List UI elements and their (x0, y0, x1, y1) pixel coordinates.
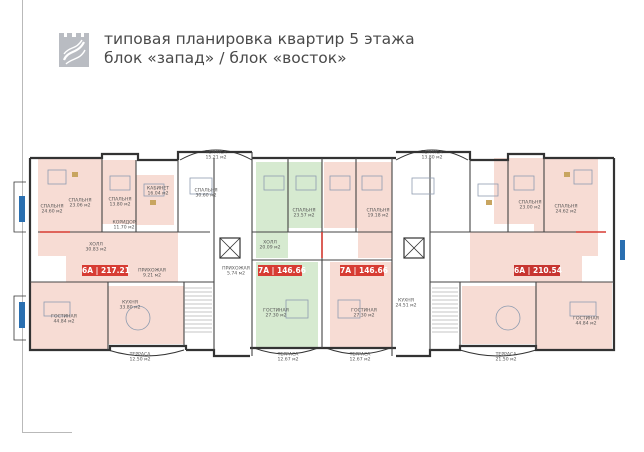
page-title: типовая планировка квартир 5 этажа блок … (104, 30, 415, 68)
furniture-accents (72, 172, 570, 205)
interior-walls (30, 152, 614, 356)
elevator-core-west (219, 237, 241, 259)
furniture (43, 169, 597, 331)
stairs-east (432, 287, 458, 333)
apartment-label-6a-east: 6А | 210.54 (514, 265, 562, 276)
window-brackets (13, 181, 26, 341)
stairs-west (184, 287, 212, 333)
window-markers (19, 196, 625, 328)
elevator-core-east (403, 237, 425, 259)
frame-bottom-line (22, 432, 72, 433)
title-line-1: типовая планировка квартир 5 этажа (104, 30, 415, 48)
apartment-label-6a-west: 6А | 217.21 (82, 265, 130, 276)
building-emblem-icon (59, 33, 89, 67)
title-line-2: блок «запад» / блок «восток» (104, 49, 347, 67)
apartment-fills (30, 158, 612, 350)
outer-walls (28, 150, 616, 358)
terrace-arcs (107, 149, 537, 357)
apartment-label-7a-west: 7А | 146.66 (258, 265, 306, 276)
apartment-label-7a-east: 7А | 146.66 (340, 265, 388, 276)
red-partitions (40, 231, 606, 258)
